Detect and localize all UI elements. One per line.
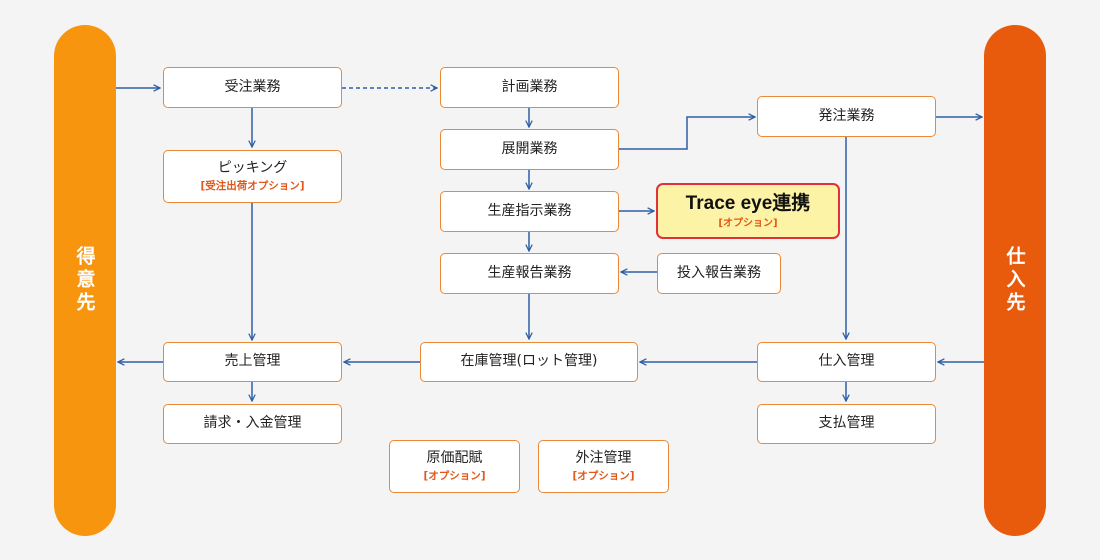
outsourcing-option-label: [オプション] bbox=[572, 470, 635, 483]
picking-box: ピッキング [受注出荷オプション] bbox=[163, 150, 342, 203]
arrow-expand-to-po bbox=[619, 117, 755, 150]
trace-eye-option-label: [オプション] bbox=[718, 217, 778, 229]
outsourcing-label: 外注管理 bbox=[575, 449, 632, 466]
billing-label: 請求・入金管理 bbox=[203, 415, 302, 432]
input-report-box: 投入報告業務 bbox=[657, 253, 781, 294]
production-report-box: 生産報告業務 bbox=[440, 253, 619, 294]
input-report-label: 投入報告業務 bbox=[677, 264, 761, 281]
supplier-pillar: 仕入先 bbox=[984, 25, 1046, 536]
purchasing-management-label: 仕入管理 bbox=[818, 353, 875, 370]
customer-pillar: 得意先 bbox=[54, 25, 116, 536]
payment-management-box: 支払管理 bbox=[757, 404, 936, 444]
customer-label: 得意先 bbox=[73, 246, 96, 315]
planning-label: 計画業務 bbox=[501, 78, 558, 95]
inventory-box: 在庫管理(ロット管理) bbox=[420, 342, 638, 382]
inventory-label: 在庫管理(ロット管理) bbox=[460, 353, 598, 370]
expansion-label: 展開業務 bbox=[501, 140, 558, 157]
sales-management-label: 売上管理 bbox=[224, 353, 281, 370]
planning-box: 計画業務 bbox=[440, 67, 619, 108]
trace-eye-label: Trace eye連携 bbox=[685, 192, 811, 214]
payment-management-label: 支払管理 bbox=[818, 415, 875, 432]
cost-allocation-box: 原価配賦 [オプション] bbox=[389, 440, 520, 493]
billing-box: 請求・入金管理 bbox=[163, 404, 342, 444]
picking-label: ピッキング bbox=[217, 159, 288, 176]
cost-allocation-label: 原価配賦 bbox=[426, 449, 483, 466]
purchase-order-box: 発注業務 bbox=[757, 96, 936, 137]
production-instruction-box: 生産指示業務 bbox=[440, 191, 619, 232]
production-report-label: 生産報告業務 bbox=[487, 264, 572, 281]
production-instruction-label: 生産指示業務 bbox=[487, 202, 572, 219]
sales-management-box: 売上管理 bbox=[163, 342, 342, 382]
expansion-box: 展開業務 bbox=[440, 129, 619, 170]
purchase-order-label: 発注業務 bbox=[818, 107, 875, 124]
supplier-label: 仕入先 bbox=[1003, 246, 1026, 315]
order-processing-box: 受注業務 bbox=[163, 67, 342, 108]
trace-eye-box: Trace eye連携 [オプション] bbox=[656, 183, 840, 239]
cost-allocation-option-label: [オプション] bbox=[423, 470, 486, 483]
order-processing-label: 受注業務 bbox=[224, 78, 281, 95]
purchasing-management-box: 仕入管理 bbox=[757, 342, 936, 382]
picking-option-label: [受注出荷オプション] bbox=[200, 180, 305, 193]
outsourcing-box: 外注管理 [オプション] bbox=[538, 440, 669, 493]
